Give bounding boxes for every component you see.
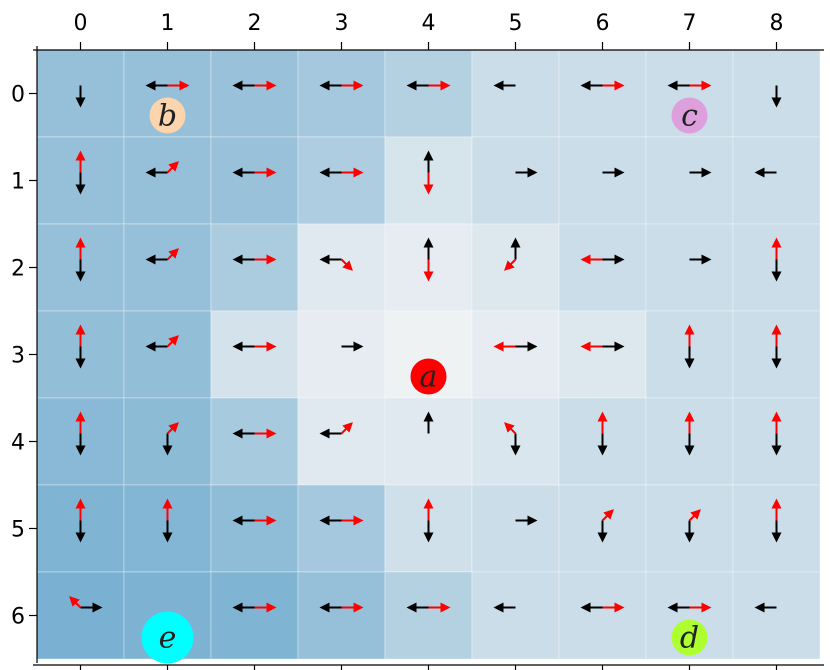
policy-arrow-secondary	[688, 509, 701, 522]
heatmap-cell	[384, 571, 473, 660]
heatmap-cell	[210, 310, 299, 399]
heatmap-cell	[471, 223, 560, 312]
heatmap-cell	[297, 397, 386, 486]
heatmap-cell	[384, 397, 473, 486]
heatmap-cell	[210, 484, 299, 573]
heatmap-cell	[558, 223, 647, 312]
marker-c-circle	[671, 97, 708, 134]
x-tick-label: 0	[74, 11, 88, 36]
y-tick-label: 1	[11, 170, 25, 195]
y-tick-label: 4	[11, 431, 25, 456]
x-tick-label: 2	[248, 11, 262, 36]
heatmap-cell	[645, 223, 734, 312]
heatmap-cell	[558, 49, 647, 138]
policy-arrow-secondary	[166, 161, 179, 174]
policy-arrow-secondary	[166, 248, 179, 261]
policy-arrow-secondary	[504, 422, 517, 435]
policy-arrow-secondary	[340, 422, 353, 435]
heatmap-cell	[297, 136, 386, 225]
heatmap-cell	[210, 571, 299, 660]
x-tick-label: 7	[683, 11, 697, 36]
heatmap-cell	[297, 571, 386, 660]
y-tick-label: 2	[11, 257, 25, 282]
policy-arrow-secondary	[601, 509, 614, 522]
heatmap-cell	[36, 571, 125, 660]
heatmap-cell	[732, 571, 821, 660]
heatmap-cell	[297, 49, 386, 138]
heatmap-cell	[297, 310, 386, 399]
heatmap-cell	[558, 310, 647, 399]
marker-c-label: c	[681, 99, 698, 134]
marker-a-label: a	[420, 360, 438, 395]
policy-arrow-secondary	[340, 258, 353, 271]
heatmap-cell	[297, 223, 386, 312]
y-tick-label: 5	[11, 518, 25, 543]
y-tick-label: 6	[11, 605, 25, 630]
y-tick-label: 0	[11, 83, 25, 108]
policy-arrow-secondary	[166, 335, 179, 348]
heatmap-cell	[471, 484, 560, 573]
heatmap-cell	[210, 136, 299, 225]
heatmap-cell	[123, 223, 212, 312]
policy-arrow-secondary	[166, 422, 179, 435]
heatmap-cell	[210, 223, 299, 312]
heatmap-cell	[471, 136, 560, 225]
policy-arrows	[69, 80, 782, 613]
marker-b-label: b	[158, 99, 177, 134]
heatmap-cell	[471, 310, 560, 399]
x-tick-label: 6	[596, 11, 610, 36]
heatmap-cell	[297, 484, 386, 573]
x-tick-label: 8	[770, 11, 784, 36]
heatmap-cell	[384, 49, 473, 138]
x-tick-label: 1	[161, 11, 175, 36]
marker-d-circle	[671, 619, 708, 656]
heatmap-cell	[471, 571, 560, 660]
heatmap-cell	[732, 136, 821, 225]
x-tick-label: 5	[509, 11, 523, 36]
marker-a-circle	[410, 358, 447, 395]
heatmap-cell	[210, 397, 299, 486]
heatmap-cell	[645, 136, 734, 225]
marker-e-label: e	[159, 621, 177, 656]
policy-arrow-secondary	[69, 596, 82, 609]
marker-b-circle	[149, 97, 186, 134]
heatmap-cell	[210, 49, 299, 138]
x-tick-label: 4	[422, 11, 436, 36]
heatmap-cell	[558, 571, 647, 660]
marker-e-circle	[141, 611, 194, 664]
heatmap-cells	[36, 49, 821, 660]
heatmap-cell	[123, 310, 212, 399]
x-tick-label: 3	[335, 11, 349, 36]
state-markers: a b c d e	[141, 97, 708, 664]
heatmap-cell	[471, 49, 560, 138]
y-tick-label: 3	[11, 344, 25, 369]
heatmap-cell	[558, 136, 647, 225]
marker-d-label: d	[680, 621, 699, 656]
heatmap-cell	[123, 136, 212, 225]
policy-arrow-secondary	[504, 258, 517, 271]
